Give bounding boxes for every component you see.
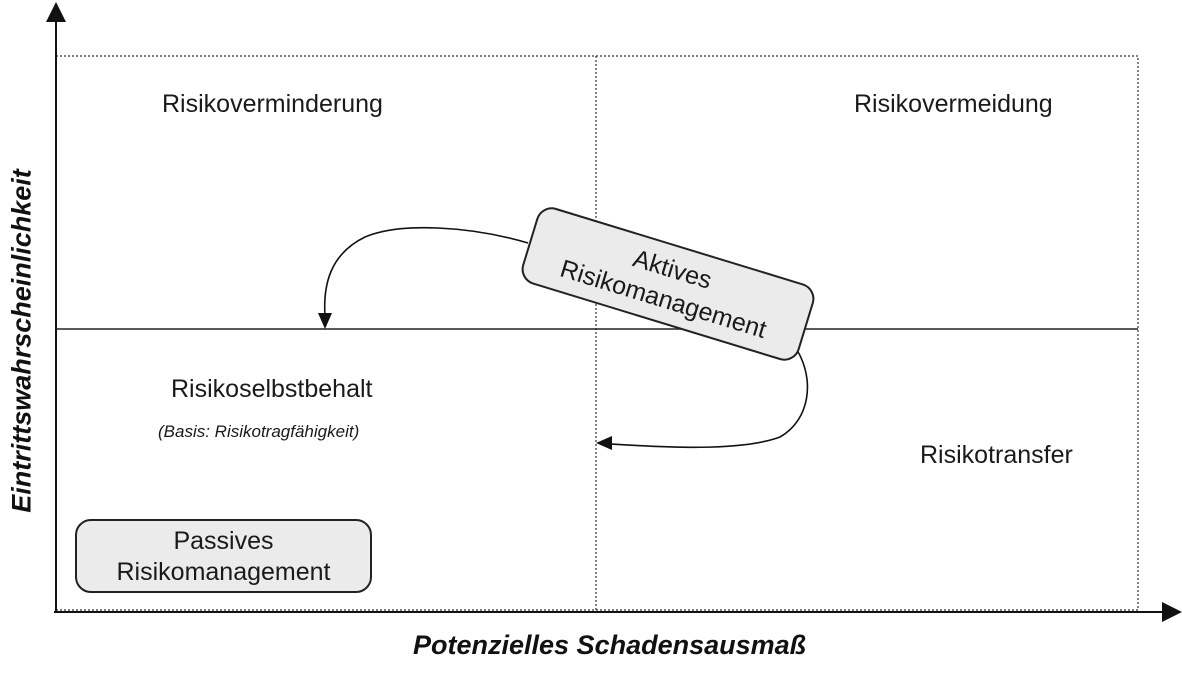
- arrow-to-risikoselbstbehalt: [323, 226, 529, 317]
- matrix-frame: [55, 55, 1139, 611]
- y-axis-arrowhead: [46, 2, 66, 22]
- arrow-to-risikotransfer: [609, 349, 809, 449]
- passive-risk-management-box: Passives Risikomanagement: [75, 519, 372, 593]
- passive-box-line1: Passives: [173, 527, 274, 555]
- arrowhead-to-risikoselbstbehalt: [318, 313, 332, 329]
- label-risikotragfaehigkeit-note: (Basis: Risikotragfähigkeit): [158, 422, 360, 441]
- label-risikoselbstbehalt: Risikoselbstbehalt: [171, 375, 373, 403]
- y-axis-title: Eintrittswahrscheinlichkeit: [6, 169, 37, 513]
- passive-box-line2: Risikomanagement: [116, 558, 331, 586]
- label-risikovermeidung: Risikovermeidung: [854, 90, 1053, 118]
- x-axis-title: Potenzielles Schadensausmaß: [413, 630, 807, 660]
- label-risikoverminderung: Risikoverminderung: [162, 90, 383, 118]
- x-axis-arrowhead: [1162, 602, 1182, 622]
- arrowhead-to-risikotransfer: [596, 436, 612, 450]
- label-risikotransfer: Risikotransfer: [920, 441, 1073, 469]
